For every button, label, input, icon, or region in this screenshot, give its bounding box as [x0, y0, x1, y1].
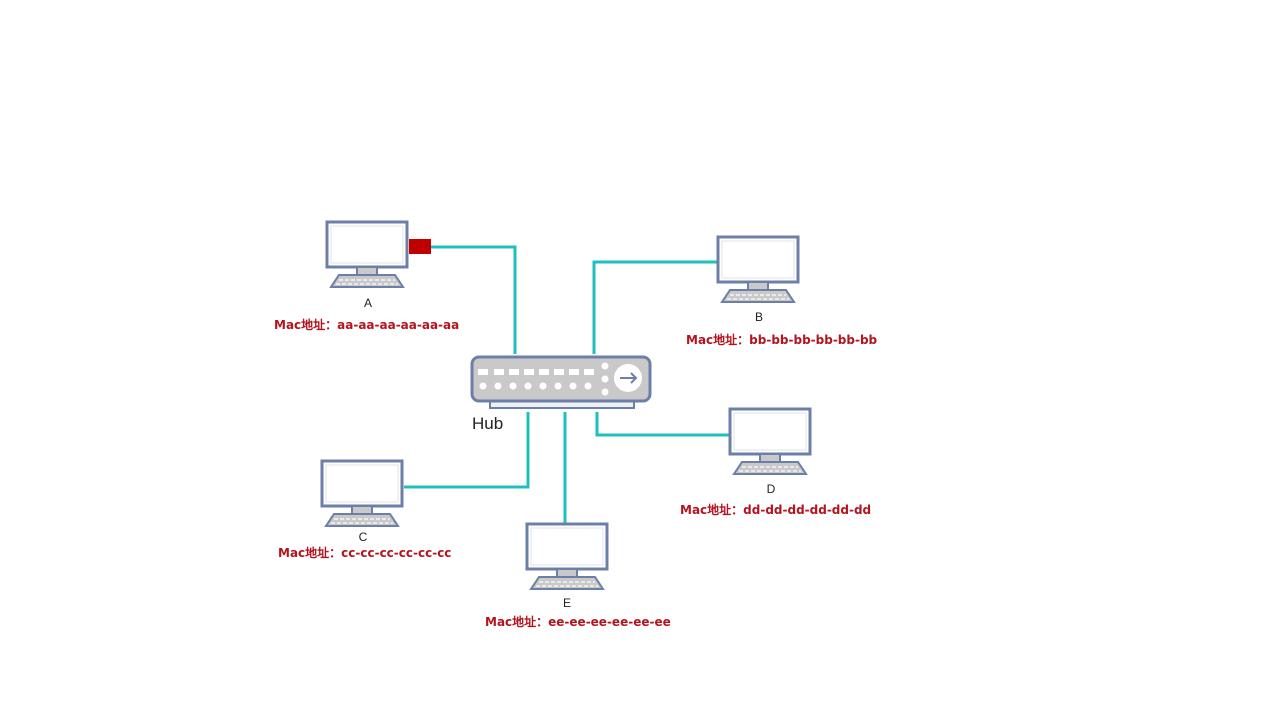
- host-a-mac: Mac地址：aa-aa-aa-aa-aa-aa: [274, 318, 460, 332]
- link-c-hub: [404, 412, 530, 489]
- link-b-hub: [592, 260, 717, 354]
- host-d-mac: Mac地址：dd-dd-dd-dd-dd-dd: [680, 503, 872, 517]
- hub-led-row: [479, 362, 609, 396]
- links: [404, 245, 729, 523]
- host-b-name: B: [754, 310, 763, 324]
- computer-b-icon: [716, 235, 800, 304]
- computer-e-icon: [525, 522, 609, 591]
- host-a-name: A: [363, 296, 372, 310]
- link-d-hub: [595, 412, 729, 437]
- hub-device: [470, 355, 652, 409]
- computer-c-icon: [320, 459, 404, 528]
- computer-d-icon: [728, 407, 812, 476]
- packet-icon: [409, 239, 431, 254]
- host-b-mac: Mac地址：bb-bb-bb-bb-bb-bb: [686, 333, 878, 347]
- computer-a-icon: [325, 220, 409, 289]
- host-c-name: C: [358, 530, 368, 544]
- link-a-hub: [430, 245, 517, 354]
- hub-port-row: [478, 369, 594, 375]
- host-e-name: E: [562, 596, 571, 610]
- host-c-mac: Mac地址：cc-cc-cc-cc-cc-cc: [278, 546, 452, 560]
- hub-label: Hub: [472, 414, 504, 433]
- host-d-name: D: [766, 482, 776, 496]
- host-e-mac: Mac地址：ee-ee-ee-ee-ee-ee: [485, 615, 671, 629]
